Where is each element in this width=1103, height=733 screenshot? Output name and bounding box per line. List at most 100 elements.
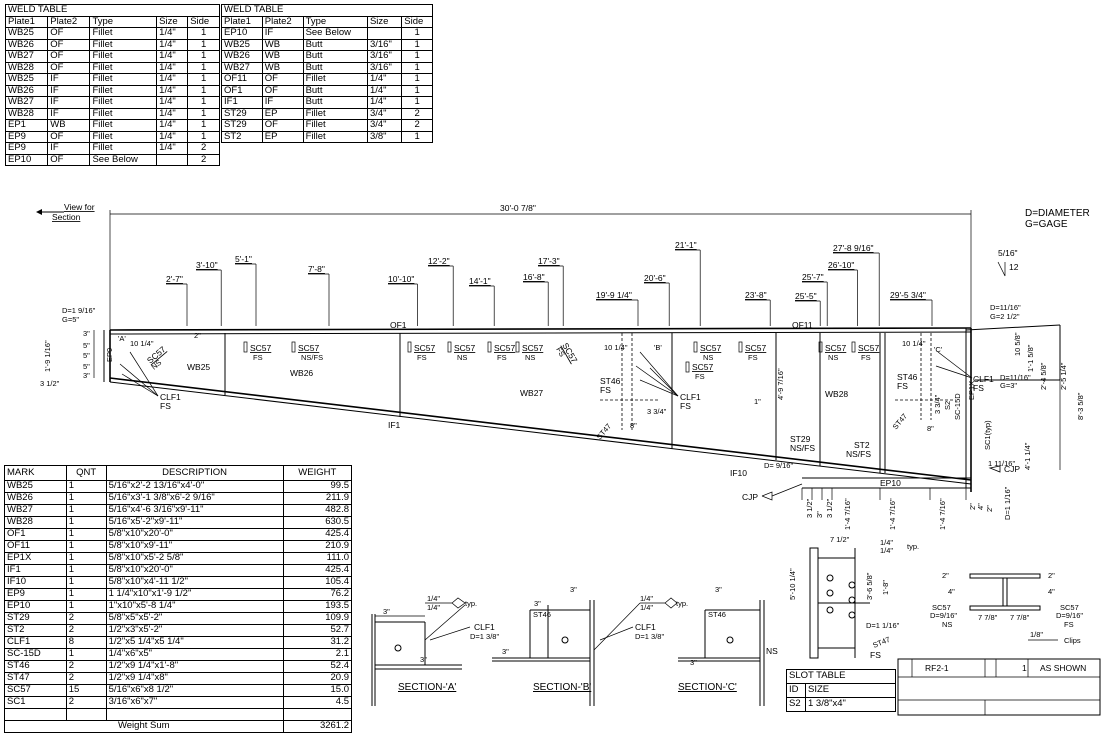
top-dimensions: 2'-7"3'-10"5'-1"7'-8"10'-10"12'-2"14'-1"… (166, 240, 933, 326)
bom-cell: 76.2 (282, 588, 353, 601)
weld-cell: 1 (187, 73, 220, 86)
top-dim-label: 2'-7" (166, 274, 183, 284)
weld-cell: 1/4" (156, 130, 189, 143)
bom-cell: 5/8"x10"x20'-0" (105, 528, 284, 541)
svg-text:3": 3" (534, 599, 541, 608)
slope-run: 12 (1009, 262, 1019, 272)
dim-3-3-4-c: 3 3/4" (933, 394, 942, 414)
weld-cell: 2 (187, 142, 220, 155)
dim-10-1-4-b: 10 1/4" (604, 343, 628, 352)
weld-cell: 1 (187, 84, 220, 97)
label-st46-c: ST46 (897, 372, 918, 382)
slot-table-title: SLOT TABLE (786, 669, 896, 684)
weld-cell: 1 (187, 50, 220, 63)
weld-cell: 1 (401, 61, 433, 74)
dim-10-5-8: 10 5/8" (1013, 332, 1022, 356)
svg-text:3": 3" (420, 655, 427, 664)
weld-cell: Butt (302, 96, 368, 109)
weld-cell: 1 (187, 119, 220, 132)
label-g2: G=2 1/2" (990, 312, 1020, 321)
label-st29-nsfs: NS/FS (790, 443, 815, 453)
dim-8-c: 8" (927, 424, 934, 433)
svg-text:3": 3" (383, 607, 390, 616)
dim-10-1-4-a: 10 1/4" (130, 339, 154, 348)
slope-rise: 5/16" (998, 248, 1018, 258)
weld-cell: 1 (187, 38, 220, 51)
dim-4-9-7-16: 4'-9 7/16" (776, 368, 785, 400)
label-if1: IF1 (388, 420, 401, 430)
label-cjp-left: CJP (742, 492, 758, 502)
bom-cell: 1/4"x6"x5" (105, 648, 284, 661)
bom-cell: 111.0 (282, 552, 353, 565)
bom-cell: 15.0 (282, 684, 353, 697)
svg-text:1/4": 1/4" (880, 546, 893, 555)
weld-header: Plate2 (47, 15, 91, 28)
top-dim-label: 26'-10" (828, 260, 854, 270)
bom-cell: SC57 (4, 684, 67, 697)
weld-cell: WB (47, 119, 91, 132)
bom-cell: 5/16"x4'-6 3/16"x9'-11" (105, 504, 284, 517)
sc57-side: NS (703, 353, 713, 362)
weld-cell: OF (47, 130, 91, 143)
weld-header: Type (89, 15, 158, 28)
label-st2: ST2 (854, 440, 870, 450)
label-st46-b: ST46 (600, 376, 621, 386)
svg-text:1'-8": 1'-8" (881, 580, 890, 595)
weld-cell: EP (261, 107, 304, 120)
bom-cell: 1"x10"x5'-8 1/4" (105, 600, 284, 613)
svg-text:2": 2" (1048, 571, 1055, 580)
label-wb25: WB25 (187, 362, 210, 372)
bom-cell: 5/8"x10"x20'-0" (105, 564, 284, 577)
weld-cell: OF (261, 84, 304, 97)
svg-text:1'-4 7/16": 1'-4 7/16" (938, 498, 947, 530)
svg-text:7 1/2": 7 1/2" (830, 535, 850, 544)
bom-cell: 1/2"x5 1/4"x5 1/4" (105, 636, 284, 649)
svg-text:CLF1: CLF1 (635, 622, 656, 632)
bom-header: DESCRIPTION (105, 465, 284, 481)
svg-text:3": 3" (715, 585, 722, 594)
weld-cell: Fillet (302, 107, 368, 120)
weld-cell: 1 (401, 38, 433, 51)
weld-cell: 1/4" (156, 96, 189, 109)
sc57-side: NS (828, 353, 838, 362)
bom-cell: ST47 (4, 672, 67, 685)
bom-cell: 425.4 (282, 564, 353, 577)
bom-cell: 5/8"x10"x5'-2 5/8" (105, 552, 284, 565)
weld-cell: 1 (401, 73, 433, 86)
svg-text:3": 3" (570, 585, 577, 594)
bom-cell: 52.4 (282, 660, 353, 673)
bom-cell: 1 (65, 540, 107, 553)
weld-cell: 2 (187, 153, 220, 166)
bom-cell: 1 (65, 576, 107, 589)
sc57-label: SC57 (560, 341, 579, 365)
top-dim-label: 3'-10" (196, 260, 218, 270)
svg-text:D=1 1/16": D=1 1/16" (866, 621, 900, 630)
sc57-side: FS (417, 353, 427, 362)
bom-cell: WB28 (4, 516, 67, 529)
sc57-side: FS (748, 353, 758, 362)
weld-cell: IF (261, 27, 304, 40)
svg-text:3": 3" (815, 511, 824, 518)
bom-cell: 20.9 (282, 672, 353, 685)
svg-text:5": 5" (83, 341, 90, 350)
weld-cell: OF (47, 50, 91, 63)
weld-cell: ST29 (221, 107, 263, 120)
bom-cell: 2 (65, 612, 107, 625)
slot-size: 1 3/8"x4" (805, 697, 896, 712)
weld-header: Plate2 (261, 15, 304, 28)
sc57-label: SC57 (145, 344, 168, 366)
svg-text:FS: FS (1064, 620, 1074, 629)
svg-text:1'-4 7/16": 1'-4 7/16" (843, 498, 852, 530)
bom-cell: ST2 (4, 624, 67, 637)
